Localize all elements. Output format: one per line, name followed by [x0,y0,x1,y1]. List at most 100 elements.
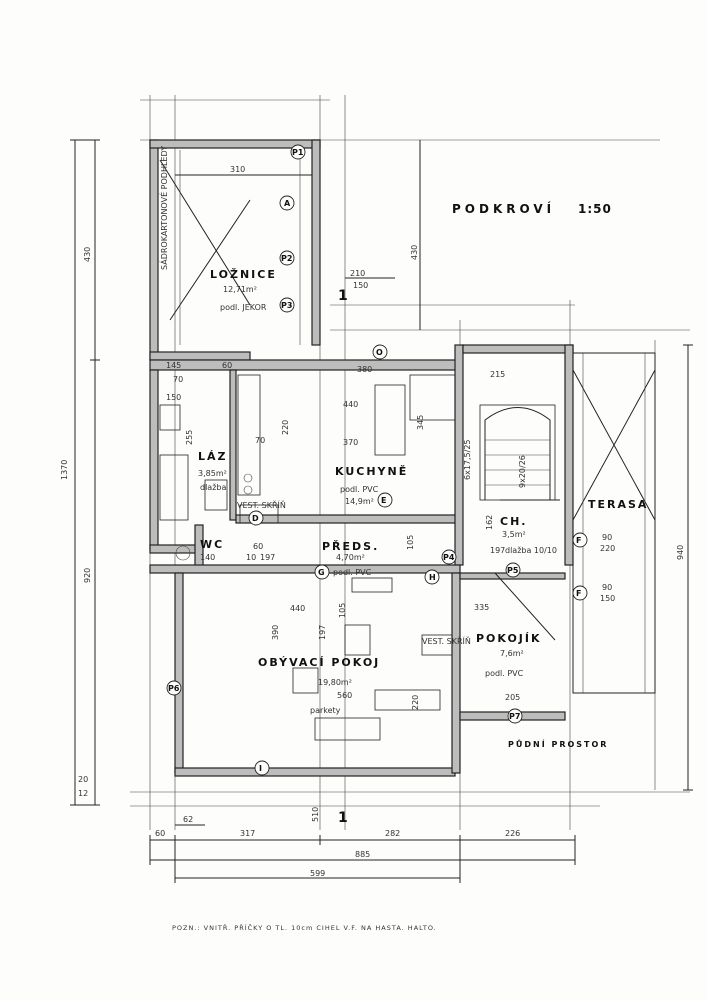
drawing-scale: 1:50 [578,202,612,216]
vest-skrin-2: VEST. SKŘÍŇ [422,635,471,646]
dim-12-left: 12 [78,789,88,798]
room-wc-name: WC [200,538,224,551]
dim-62: 62 [183,815,193,824]
room-ch-floor: dlažba 10/10 [505,546,557,555]
stair-label-2: 9x20/26 [518,455,527,488]
room-ch-area: 3,5m² [502,530,526,539]
stair-block [462,344,574,566]
room-laz-name: LÁZ [198,450,228,463]
left-wall-note: SÁDROKARTONOVÉ PODHLEDY [158,146,169,270]
room-pokojik-floor: podl. PVC [485,669,524,678]
dim-440-kitchen: 440 [343,400,358,409]
marker-e: E [381,496,386,505]
dim-60-bath: 60 [222,361,232,370]
left-dimension-chain: 1370 430 920 20 12 [60,139,100,806]
dim-390: 390 [271,625,280,640]
marker-o: O [376,348,383,357]
dim-197-living: 197 [318,625,327,640]
room-predsin-floor: podl. PVC [333,568,372,577]
dim-317: 317 [240,829,255,838]
vest-skrin-1: VEST. SKŘÍŇ [237,499,286,510]
dim-440-living: 440 [290,604,305,613]
bottom-dimension-chain: 62 60 317 282 226 885 599 510 [149,807,576,883]
dim-left-upper: 430 [83,247,92,262]
dim-90b: 90 [602,583,612,592]
marker-circles: P1 A P2 P3 O E D G H P4 P5 F F P6 P7 I [166,144,588,776]
room-predsin-area: 4,70m² [336,553,365,562]
dim-105-living: 105 [338,603,347,618]
marker-f1: F [576,536,581,545]
dim-220-kitchen: 220 [281,420,290,435]
drawing-title: PODKROVÍ [452,201,555,216]
dim-70b: 70 [255,436,265,445]
dim-510: 510 [311,807,320,822]
marker-h: H [429,573,436,582]
room-kuchyne-name: KUCHYNĚ [335,465,408,478]
room-terasa-name: TERASA [588,498,648,511]
kitchen-walls [149,344,464,566]
room-loznice-name: LOŽNICE [210,268,277,281]
dim-197-hall: 197 [260,553,275,562]
dim-210: 210 [350,269,365,278]
dim-205: 205 [505,693,520,702]
room-obyvaci-area: 19,80m² [318,678,352,687]
dim-599: 599 [310,869,325,878]
room-pudni-name: PŮDNÍ PROSTOR [508,738,608,749]
dim-20-left: 20 [78,775,88,784]
room-laz-area: 3,85m² [198,469,227,478]
marker-p5: P5 [507,566,519,575]
marker-d: D [252,514,259,523]
room-laz-floor: dlažba [200,483,226,492]
section-mark-top: 1 [338,288,348,304]
dim-140: 140 [200,553,215,562]
marker-p4: P4 [443,553,455,562]
dim-370: 370 [343,438,358,447]
marker-a: A [284,199,291,208]
marker-g: G [318,568,325,577]
dim-380: 380 [357,365,372,374]
footnote: POZN.: VNITŘ. PŘÍČKY O TL. 10cm CIHEL V.… [172,923,437,932]
marker-f2: F [576,589,581,598]
room-kuchyne-floor: podl. PVC [340,485,379,494]
dim-345: 345 [416,415,425,430]
dim-150-terasa: 150 [600,594,615,603]
room-obyvaci-floor: parkety [310,706,341,715]
bedroom-walls [149,139,321,361]
dim-center-430: 430 [410,245,419,260]
dim-145: 145 [166,361,181,370]
dim-310: 310 [230,165,245,174]
dim-left-total: 1370 [60,460,69,480]
dim-60-bottom: 60 [155,829,165,838]
dim-150-bath: 150 [166,393,181,402]
dim-90a: 90 [602,533,612,542]
marker-p1: P1 [292,148,304,157]
room-pokojik-name: POKOJÍK [476,632,542,645]
room-predsin-name: PŘEDS. [322,540,379,553]
marker-p2: P2 [281,254,292,263]
room-ch-name: CH. [500,515,527,528]
dim-220-terasa: 220 [600,544,615,553]
dim-885: 885 [355,850,370,859]
room-pokojik-area: 7,6m² [500,649,524,658]
right-dimension-chain: 940 [676,344,693,791]
small-room-walls [421,572,566,721]
marker-p6: P6 [168,684,180,693]
dim-255: 255 [185,430,194,445]
dim-60-hall: 60 [253,542,263,551]
room-obyvaci-name: OBÝVACÍ POKOJ [258,656,380,669]
dim-105: 105 [406,535,415,550]
dim-220-living: 220 [411,695,420,710]
marker-p7: P7 [509,712,520,721]
section-mark-bottom: 1 [338,810,348,826]
dim-150-top: 150 [353,281,368,290]
dim-560: 560 [337,691,352,700]
room-kuchyne-area: 14,9m² [345,497,374,506]
dim-335: 335 [474,603,489,612]
dim-left-lower: 920 [83,568,92,583]
top-dimensions: 310 210 150 430 [175,140,421,330]
marker-i: I [259,764,262,773]
living-room-walls [174,572,461,777]
dim-10: 10 [246,553,256,562]
terrace [572,352,656,694]
